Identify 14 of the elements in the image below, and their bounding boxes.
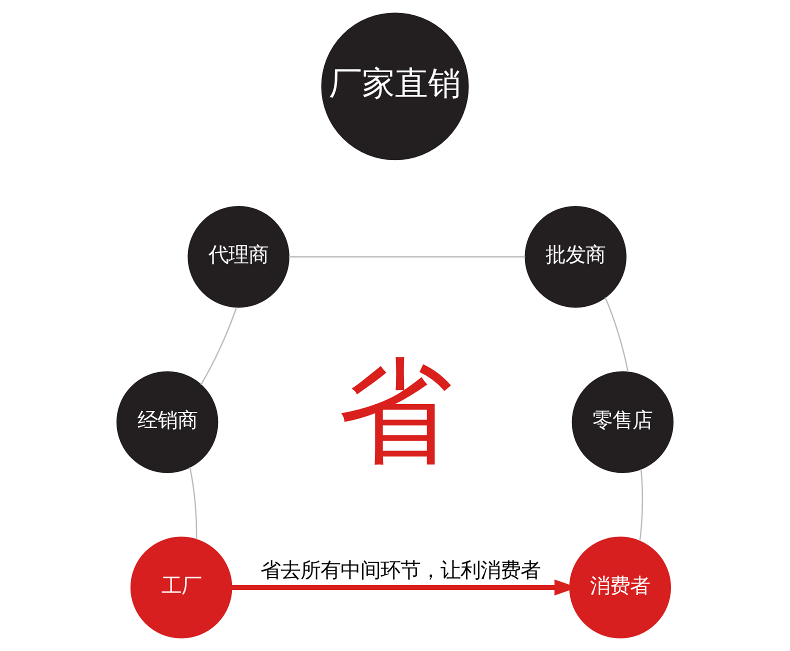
node-circle: 批发商 [524,206,626,308]
node-circle: 厂家直销 [321,12,469,160]
node-circle: 代理商 [188,206,290,308]
node-circle: 消费者 [569,536,671,638]
node-circle: 经销商 [116,371,218,474]
connector [200,307,238,386]
label: 省 [338,344,452,478]
node-circle: 工厂 [130,536,232,638]
node-circle: 零售店 [572,371,674,474]
connector [604,297,629,372]
connector [189,466,198,540]
connector [639,469,644,541]
connector [288,256,526,258]
edge-label: 省去所有中间环节，让利消费者 [260,558,541,582]
